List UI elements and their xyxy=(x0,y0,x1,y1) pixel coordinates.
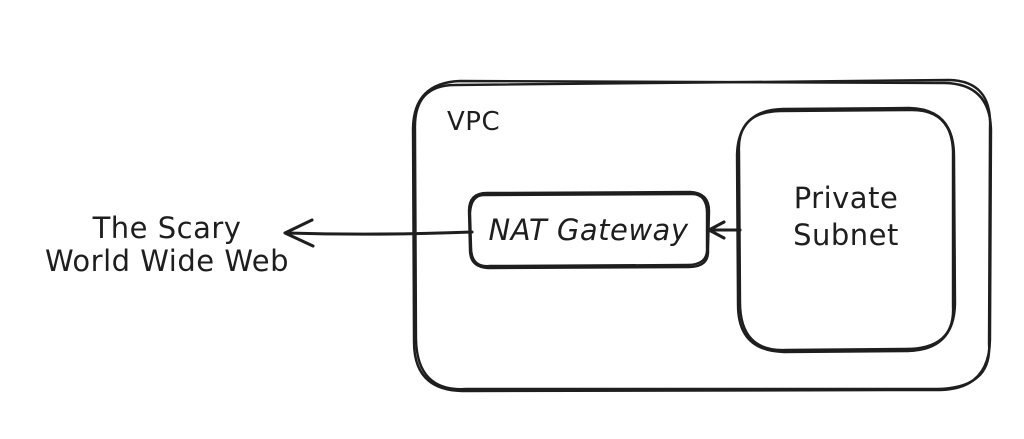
private-subnet-box xyxy=(735,106,957,354)
internet-label: The Scary World Wide Web xyxy=(44,211,290,278)
edge-subnet-to-nat-arrow xyxy=(707,220,742,240)
vpc-label: VPC xyxy=(447,107,501,137)
nat-gateway-box xyxy=(467,190,711,270)
vpc-box xyxy=(411,78,993,393)
nat-gateway-label: NAT Gateway xyxy=(488,213,689,247)
edge-nat-to-internet-arrow xyxy=(283,218,474,248)
private-subnet-label: Private Subnet xyxy=(793,181,899,252)
